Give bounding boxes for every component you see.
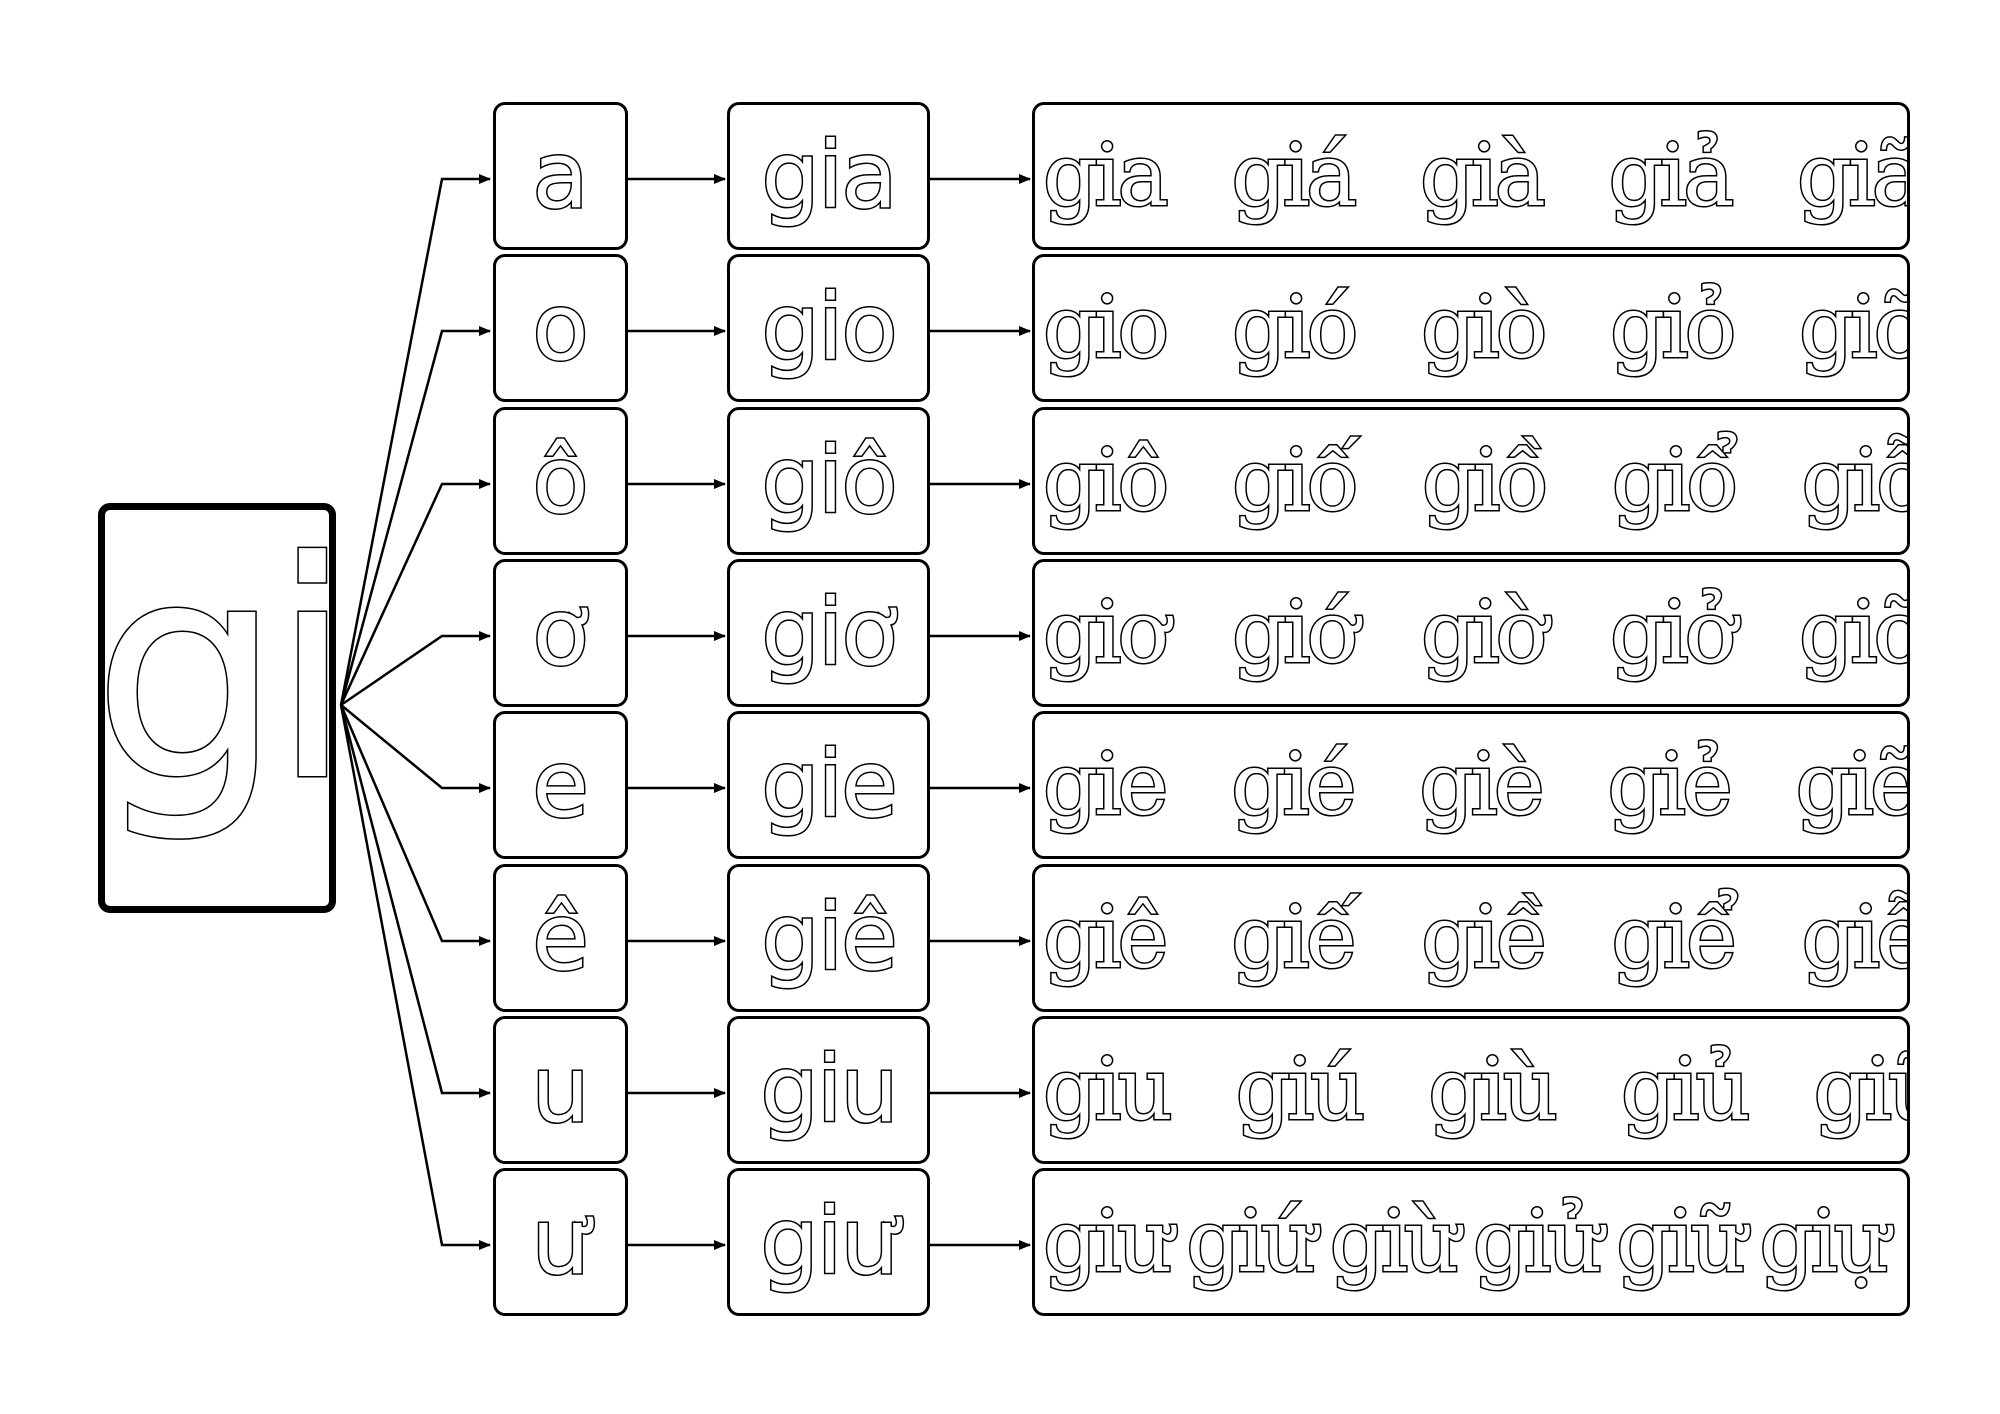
tone-variants-label: giô giố giồ giổ giỗ giộ [1042, 431, 1907, 531]
fan-arrow [339, 326, 491, 706]
vowel-box: o [493, 254, 628, 402]
syllable-box: gie [727, 711, 930, 859]
syllable-box: giơ [727, 559, 930, 707]
syllable-label: gia [760, 122, 899, 229]
fan-arrow [340, 631, 491, 707]
tone-variants-label: gie gié giè giẻ giẽ giẹ [1041, 735, 1910, 835]
vowel-box: ô [493, 407, 628, 555]
syllable-label: giư [759, 1188, 900, 1295]
tone-variants-box: giê giế giề giể giễ giệ [1032, 864, 1910, 1012]
vowel-label: o [531, 274, 590, 381]
vowel-label: ơ [531, 579, 590, 686]
tone-variants-label: giê giế giề giể giễ giệ [1041, 888, 1907, 988]
vowel-box: u [493, 1016, 628, 1164]
tone-variants-box: gia giá già giả giã giạ [1032, 102, 1910, 250]
tone-variants-label: gio gió giò giỏ giõ giọ [1041, 278, 1910, 378]
syllable-label: gio [760, 274, 899, 381]
fan-arrow [340, 704, 491, 793]
tone-variants-box: giô giố giồ giổ giỗ giộ [1032, 407, 1910, 555]
tone-variants-box: gio gió giò giỏ giõ giọ [1032, 254, 1910, 402]
vowel-label: u [530, 1036, 591, 1143]
vowel-label: ô [531, 427, 590, 534]
syllable-box: giô [727, 407, 930, 555]
fan-arrow [339, 479, 491, 706]
syllable-label: gie [760, 731, 900, 838]
fan-arrow [339, 174, 491, 706]
root-consonant-label: gi [91, 498, 356, 847]
vowel-box: ơ [493, 559, 628, 707]
syllable-label: giơ [760, 579, 899, 686]
syllable-label: giê [760, 884, 900, 991]
tone-variants-label: giư giứ giừ giử giữ giự [1041, 1192, 1890, 1292]
syllable-box: gia [727, 102, 930, 250]
vowel-box: a [493, 102, 628, 250]
syllable-box: giê [727, 864, 930, 1012]
vowel-box: ê [493, 864, 628, 1012]
vowel-label: a [531, 122, 590, 229]
vowel-label: ê [531, 884, 591, 991]
fan-arrow [339, 704, 491, 1098]
vowel-box: e [493, 711, 628, 859]
syllable-box: giu [727, 1016, 930, 1164]
syllable-label: giô [760, 427, 899, 534]
tone-variants-box: gie gié giè giẻ giẽ giẹ [1032, 711, 1910, 859]
tone-variants-label: giơ giớ giờ giở giỡ giợ [1041, 583, 1910, 683]
tone-variants-box: giơ giớ giờ giở giỡ giợ [1032, 559, 1910, 707]
tone-variants-label: giu giú giù giủ giũ giụ [1041, 1040, 1907, 1140]
tone-variants-box: giư giứ giừ giử giữ giự [1032, 1168, 1910, 1316]
vowel-label: ư [530, 1188, 591, 1295]
fan-arrow [339, 704, 491, 1250]
vowel-label: e [531, 731, 591, 838]
tone-variants-box: giu giú giù giủ giũ giụ [1032, 1016, 1910, 1164]
root-consonant-box [98, 503, 336, 913]
syllable-box: gio [727, 254, 930, 402]
syllable-box: giư [727, 1168, 930, 1316]
syllable-label: giu [759, 1036, 900, 1143]
vowel-box: ư [493, 1168, 628, 1316]
fan-arrow [339, 704, 491, 946]
tone-variants-label: gia giá già giả giã giạ [1041, 126, 1910, 226]
